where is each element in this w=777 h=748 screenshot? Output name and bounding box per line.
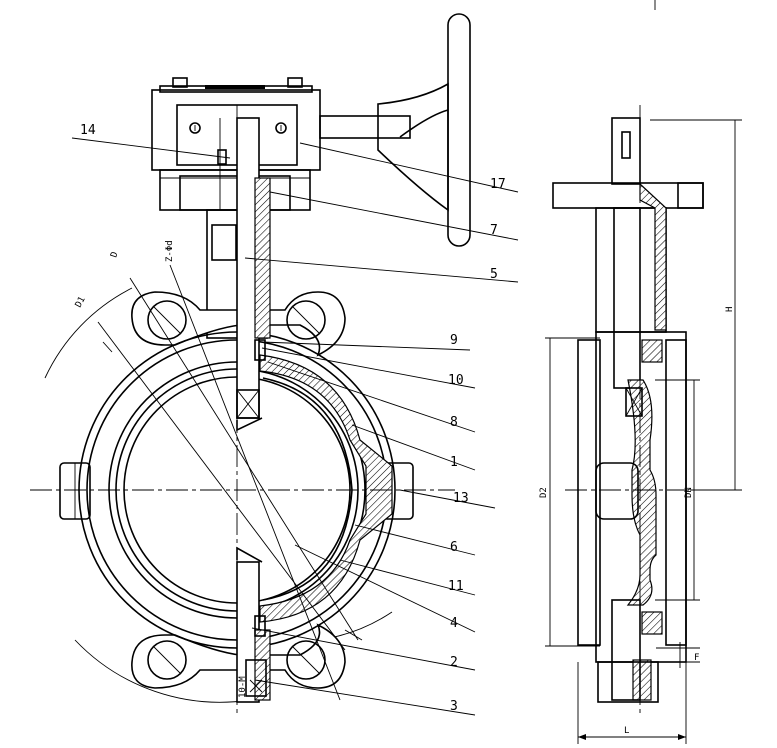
outer-flange-arc — [44, 287, 133, 379]
gearbox-bolt-right — [287, 77, 303, 88]
side-bottom-plug — [632, 659, 652, 701]
callout-9: 9 — [450, 333, 458, 348]
gearbox-bolt-left — [172, 77, 188, 88]
handwheel-spoke — [377, 82, 449, 212]
side-seat-lower — [641, 611, 663, 635]
lower-right-hole — [286, 640, 326, 680]
callout-8: 8 — [450, 415, 458, 430]
side-stem-top — [611, 117, 641, 185]
side-top-flange-boss — [677, 182, 704, 209]
handwheel-shaft — [319, 115, 411, 139]
side-disc-block — [625, 387, 643, 417]
lower-left-hole — [147, 640, 187, 680]
callout-3: 3 — [450, 699, 458, 714]
stem-bearing-lower — [254, 629, 271, 701]
callout-17: 17 — [490, 177, 506, 192]
stem-bearing-upper — [254, 177, 271, 339]
dim-D2-label: D2 — [539, 487, 549, 498]
dim-L-label: L — [624, 726, 629, 736]
side-top-flange — [552, 182, 704, 209]
D1-tick — [102, 341, 113, 353]
side-seat-upper — [641, 339, 663, 363]
diag-d-line — [169, 264, 341, 701]
disc-edge-upper — [236, 417, 263, 432]
side-neck-hatch — [639, 182, 667, 331]
callout-2: 2 — [450, 655, 458, 670]
front-view: Z-Φd D D1 10-M 14 17 7 5 9 10 8 1 13 6 1… — [30, 13, 519, 716]
gearbox-screw-right — [275, 122, 287, 134]
dim-holes-label: 10-M — [238, 676, 248, 698]
seal-upper — [254, 339, 266, 361]
handwheel-rim — [447, 13, 471, 247]
callout-7: 7 — [490, 223, 498, 238]
side-base — [597, 661, 659, 703]
handwheel-hub — [399, 109, 449, 138]
dim-F-label: F — [694, 653, 699, 663]
callout-14: 14 — [80, 123, 96, 138]
section-seat — [259, 354, 393, 623]
side-disc — [626, 379, 657, 606]
disc-edge-lower — [236, 546, 263, 563]
dim-DN-label: DN — [684, 487, 694, 498]
bottom-plug — [245, 659, 267, 697]
gearbox-top-bar — [205, 85, 265, 89]
seal-lower — [254, 615, 266, 637]
side-body-right — [665, 339, 687, 646]
side-lug-mid — [595, 462, 639, 520]
neck-inner — [211, 224, 237, 261]
stem-key — [217, 149, 227, 165]
side-stem-inner — [613, 207, 641, 389]
callout-11: 11 — [448, 579, 464, 594]
bottom-flange-arc — [74, 639, 251, 703]
callout-5: 5 — [490, 267, 498, 282]
side-stem-key — [621, 131, 631, 159]
diag-D1-line — [97, 321, 346, 651]
side-body-left — [577, 339, 601, 646]
callout-1: 1 — [450, 455, 458, 470]
dim-d-label: Z-Φd — [165, 240, 175, 262]
upper-right-hole — [286, 300, 326, 340]
dim-D1-label: D1 — [74, 295, 88, 309]
gearbox-screw-left — [189, 122, 201, 134]
D-tick — [344, 629, 363, 641]
side-view: H DN D2 F L — [539, 0, 742, 744]
diag-D-line — [129, 277, 359, 641]
dim-H-label: H — [725, 307, 735, 312]
callout-13: 13 — [453, 491, 469, 506]
callout-6: 6 — [450, 540, 458, 555]
upper-left-hole — [147, 300, 187, 340]
callout-4: 4 — [450, 616, 458, 631]
dim-D-label: D — [109, 251, 120, 259]
callout-10: 10 — [448, 373, 464, 388]
